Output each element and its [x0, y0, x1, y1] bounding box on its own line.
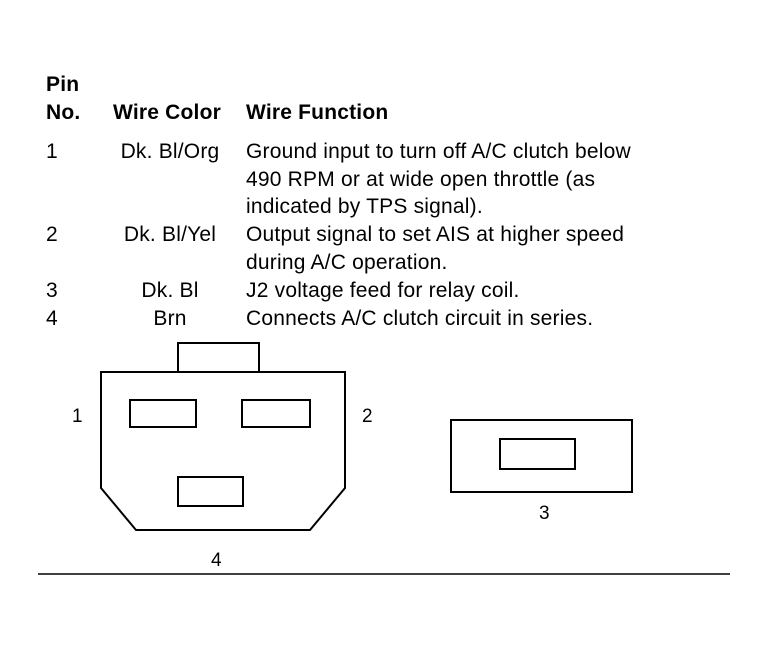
wire-color-2: Dk. Bl/Yel	[123, 223, 217, 246]
connector-a-key-tab	[177, 342, 260, 373]
connector-a-pin2-label: 2	[362, 406, 373, 427]
wire-function-4-line1: Connects A/C clutch circuit in series.	[246, 307, 594, 330]
connector-b-pin3-label: 3	[539, 503, 550, 524]
header-wire-function: Wire Function	[246, 101, 389, 124]
wire-function-2-line1: Output signal to set AIS at higher speed	[246, 223, 625, 246]
header-pin-line2: No.	[46, 101, 81, 124]
header-pin-line1: Pin	[46, 73, 80, 96]
wire-function-1-line2: 490 RPM or at wide open throttle (as	[246, 168, 596, 191]
connector-a-terminal-1	[129, 399, 197, 428]
wire-color-4: Brn	[153, 307, 187, 330]
connector-a-pin4-label: 4	[211, 550, 222, 571]
pin-number-3: 3	[46, 279, 58, 302]
pin-number-2: 2	[46, 223, 58, 246]
connector-a-terminal-4	[177, 476, 244, 507]
connector-a	[100, 342, 346, 531]
connector-b	[450, 419, 633, 493]
wire-function-2-line2: during A/C operation.	[246, 251, 448, 274]
connector-a-terminal-2	[241, 399, 311, 428]
connector-b-terminal-3	[499, 438, 576, 470]
header-wire-color: Wire Color	[113, 101, 221, 124]
wire-color-1: Dk. Bl/Org	[120, 140, 220, 163]
pin-number-4: 4	[46, 307, 58, 330]
wire-function-1-line1: Ground input to turn off A/C clutch belo…	[246, 140, 631, 163]
connector-a-pin1-label: 1	[72, 406, 83, 427]
pin-number-1: 1	[46, 140, 58, 163]
wire-function-1-line3: indicated by TPS signal).	[246, 195, 483, 218]
wire-color-3: Dk. Bl	[141, 279, 199, 302]
wire-function-3-line1: J2 voltage feed for relay coil.	[246, 279, 520, 302]
